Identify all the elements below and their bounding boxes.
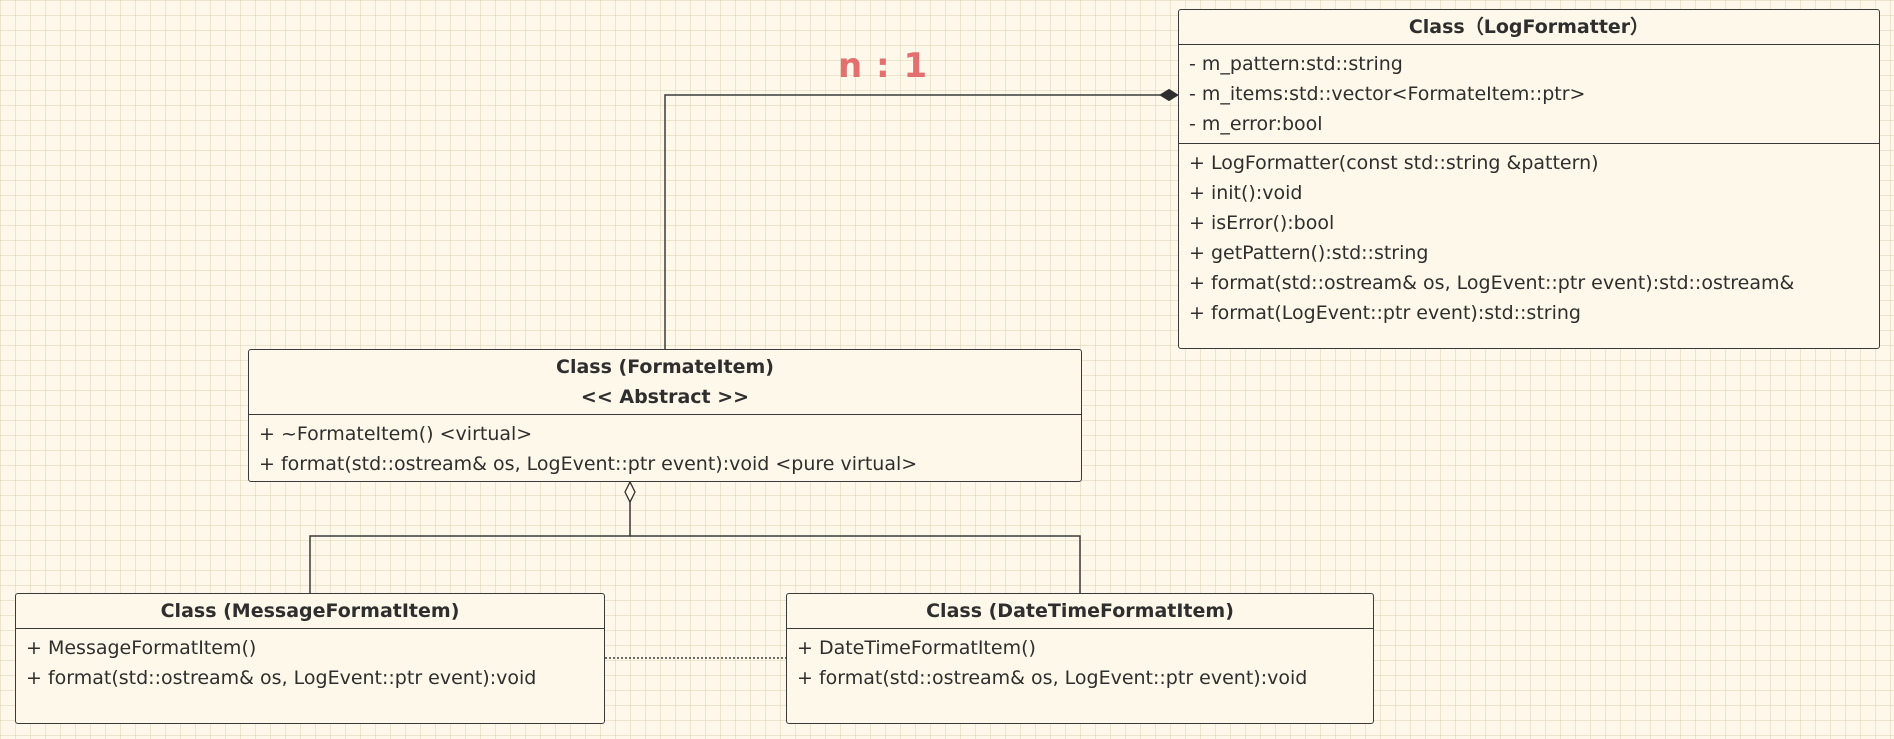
composition-diamond bbox=[1159, 88, 1179, 102]
class-datetime-format-item[interactable]: Class (DateTimeFormatItem) + DateTimeFor… bbox=[786, 593, 1374, 724]
aggregation-line-left[interactable] bbox=[309, 482, 631, 593]
attribute-row: - m_items:std::vector<FormateItem::ptr> bbox=[1189, 83, 1586, 105]
method-row: + MessageFormatItem() bbox=[26, 637, 257, 659]
class-formate-item[interactable]: Class (FormateItem) << Abstract >> + ~Fo… bbox=[248, 349, 1082, 482]
method-row: + init():void bbox=[1189, 182, 1303, 204]
class-title: Class（LogFormatter） bbox=[1179, 10, 1879, 45]
aggregation-diamond bbox=[624, 480, 636, 504]
class-message-format-item[interactable]: Class (MessageFormatItem) + MessageForma… bbox=[15, 593, 605, 724]
method-row: + format(std::ostream& os, LogEvent::ptr… bbox=[797, 667, 1308, 689]
attribute-row: - m_error:bool bbox=[1189, 113, 1323, 135]
class-header: Class (FormateItem) << Abstract >> bbox=[249, 350, 1081, 415]
method-row: + format(LogEvent::ptr event):std::strin… bbox=[1189, 302, 1581, 324]
attributes-section: - m_pattern:std::string - m_items:std::v… bbox=[1179, 45, 1879, 143]
class-log-formatter[interactable]: Class（LogFormatter） - m_pattern:std::str… bbox=[1178, 9, 1880, 349]
multiplicity-label: n : 1 bbox=[838, 46, 929, 86]
method-row: + DateTimeFormatItem() bbox=[797, 637, 1036, 659]
attribute-row: - m_pattern:std::string bbox=[1189, 53, 1403, 75]
class-title: Class (MessageFormatItem) bbox=[16, 594, 604, 629]
method-row: + ~FormateItem() <virtual> bbox=[259, 423, 533, 445]
method-row: + format(std::ostream& os, LogEvent::ptr… bbox=[259, 453, 918, 475]
composition-line[interactable] bbox=[664, 94, 1160, 349]
methods-section: + MessageFormatItem() + format(std::ostr… bbox=[16, 629, 604, 697]
method-row: + isError():bool bbox=[1189, 212, 1335, 234]
class-title: Class (FormateItem) bbox=[556, 356, 774, 378]
methods-section: + DateTimeFormatItem() + format(std::ost… bbox=[787, 629, 1373, 697]
class-stereotype: << Abstract >> bbox=[580, 386, 750, 408]
method-row: + LogFormatter(const std::string &patter… bbox=[1189, 152, 1599, 174]
method-row: + format(std::ostream& os, LogEvent::ptr… bbox=[26, 667, 537, 689]
class-title: Class (DateTimeFormatItem) bbox=[787, 594, 1373, 629]
methods-section: + ~FormateItem() <virtual> + format(std:… bbox=[249, 415, 1081, 483]
methods-section: + LogFormatter(const std::string &patter… bbox=[1179, 143, 1879, 332]
aggregation-line-right[interactable] bbox=[630, 535, 1081, 593]
method-row: + format(std::ostream& os, LogEvent::ptr… bbox=[1189, 272, 1795, 294]
method-row: + getPattern():std::string bbox=[1189, 242, 1429, 264]
